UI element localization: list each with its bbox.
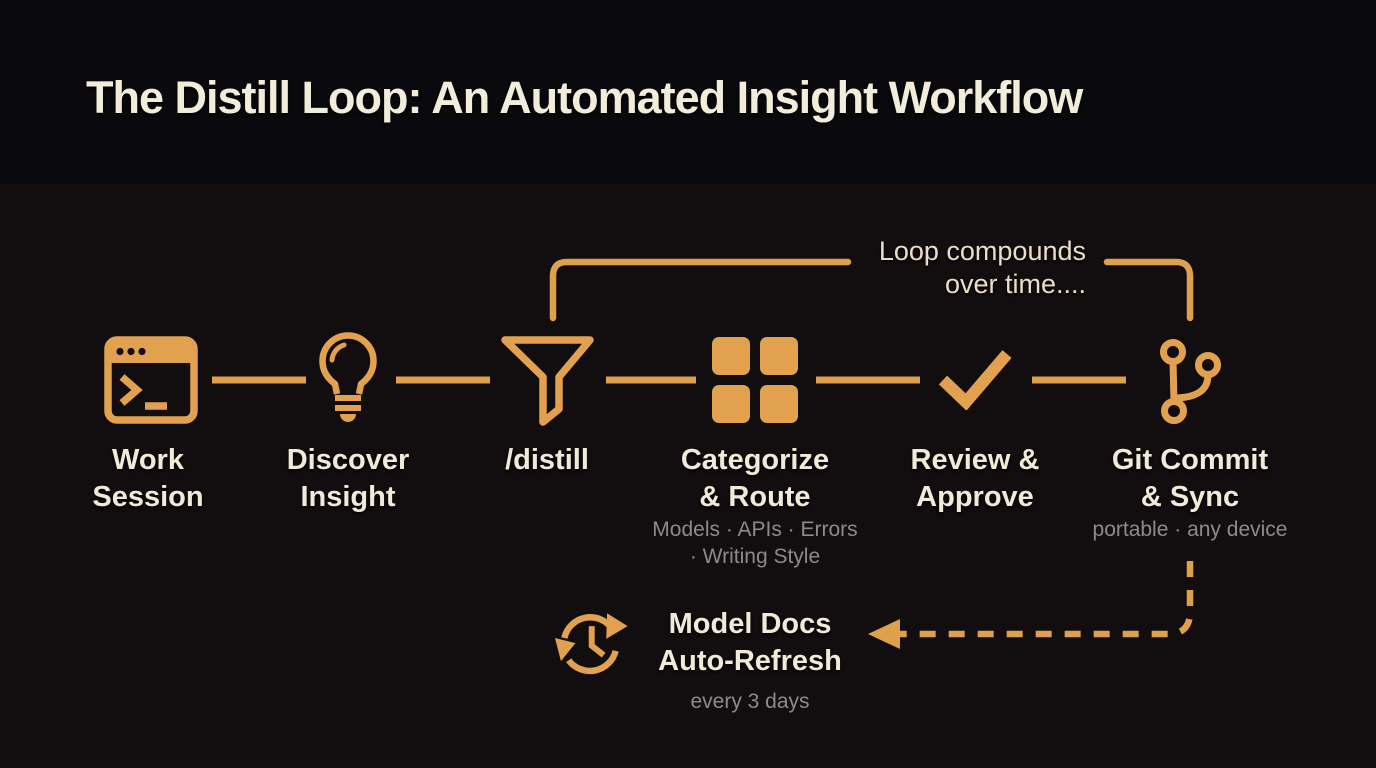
footer-line: Model Docs [668, 608, 832, 640]
arrowhead-left [868, 619, 900, 649]
footer-label-auto-refresh: Model Docs Auto-Refresh every 3 days [618, 606, 882, 715]
step-line: Categorize [680, 444, 830, 476]
step-line: Discover [286, 444, 410, 476]
step-label-work-session: Work Session [16, 442, 280, 516]
auto-refresh-dashed-arrow [868, 561, 1194, 649]
step-label-review-approve: Review & Approve [843, 442, 1107, 516]
step-sublabel: portable · any device [1092, 518, 1288, 541]
step-line: Insight [300, 481, 396, 513]
footer-sublabel: every 3 days [690, 690, 810, 713]
step-sublabel: Models · APIs · Errors [652, 518, 858, 541]
loop-label: Loop compounds over time.... [780, 235, 1086, 301]
footer-line: Auto-Refresh [658, 645, 842, 677]
loop-label-line2: over time.... [944, 269, 1086, 299]
step-label-git-commit-sync: Git Commit & Sync portable · any device [1058, 442, 1322, 543]
step-line: Session [92, 481, 204, 513]
grid-icon [712, 337, 798, 423]
step-line: & Sync [1140, 481, 1240, 513]
funnel-icon [501, 336, 594, 426]
lightbulb-icon [319, 332, 377, 422]
terminal-window-icon [104, 336, 198, 424]
loop-label-line1: Loop compounds [878, 236, 1086, 266]
step-sublabel: · Writing Style [689, 545, 821, 568]
loop-back-arrow [549, 258, 1194, 322]
checkmark-icon [938, 350, 1012, 410]
step-line: /distill [505, 444, 589, 476]
step-line: Approve [916, 481, 1034, 513]
step-line: Review & [910, 444, 1040, 476]
page-title: The Distill Loop: An Automated Insight W… [86, 72, 1083, 123]
step-label-distill: /distill [415, 442, 679, 479]
refresh-clock-icon [554, 613, 628, 675]
git-branch-icon [1160, 339, 1221, 424]
step-label-categorize-route: Categorize & Route Models · APIs · Error… [623, 442, 887, 570]
title-band [0, 0, 1376, 184]
step-line: & Route [699, 481, 811, 513]
step-label-discover-insight: Discover Insight [216, 442, 480, 516]
step-line: Work [112, 444, 184, 476]
step-line: Git Commit [1111, 444, 1269, 476]
